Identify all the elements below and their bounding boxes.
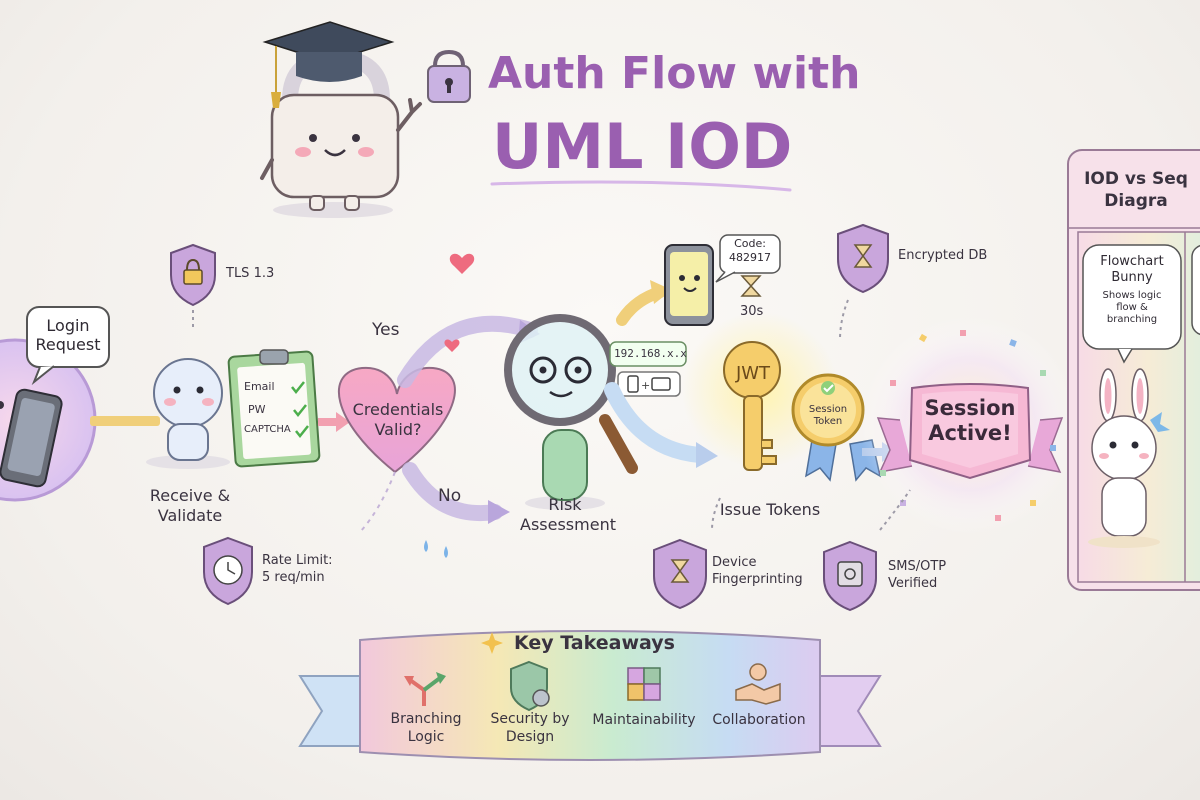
checklist-captcha: CAPTCHA <box>244 424 291 435</box>
hourglass-icon <box>740 275 762 297</box>
bunny-bubble-desc: Shows logic flow & branching <box>1102 290 1162 325</box>
ip-tag: + <box>609 341 687 397</box>
login-connector <box>90 416 160 426</box>
panel-title: IOD vs Seq Diagra <box>1084 169 1188 211</box>
confetti <box>880 330 1056 521</box>
checklist-clipboard <box>227 349 321 468</box>
session-active-banner <box>860 315 1080 535</box>
receive-validate-character <box>146 358 230 469</box>
login-request-node <box>0 338 97 502</box>
sparkle-icon <box>481 632 503 654</box>
device-fingerprint-shield-icon <box>653 538 707 610</box>
otp-phone <box>664 234 781 326</box>
lock-mascot <box>260 49 422 218</box>
device-fingerprinting-label: Device Fingerprinting <box>712 555 803 587</box>
no-label: No <box>438 486 462 506</box>
decision-label: Credentials Valid? <box>352 400 444 439</box>
takeaways-ribbon <box>298 630 882 761</box>
checklist-pw: PW <box>248 403 266 416</box>
title-lock-icon <box>427 49 471 103</box>
heart-icon <box>444 339 460 352</box>
receive-validate-label: Receive & Validate <box>149 486 231 525</box>
decision-heart <box>337 366 456 474</box>
shield-gear-icon <box>510 660 550 712</box>
title-line-1: Auth Flow with <box>488 48 861 99</box>
tls-label: TLS 1.3 <box>226 266 275 281</box>
ip-address: 192.168.x.x <box>614 347 687 360</box>
risk-assessment-character <box>504 314 638 510</box>
bunny-bubble-title: Flowchart Bunny <box>1100 254 1164 285</box>
takeaway-branching: Branching Logic <box>390 711 462 745</box>
title-line-2: UML IOD <box>492 110 793 183</box>
sms-otp-shield-icon <box>823 540 877 612</box>
otp-code: Code: 482917 <box>729 237 771 264</box>
heart-icon <box>449 253 475 274</box>
takeaways-heading: Key Takeaways <box>514 632 675 654</box>
login-speech-bubble <box>26 306 110 386</box>
session-active-label: Session Active! <box>924 396 1016 445</box>
login-request-label: Login Request <box>35 316 101 354</box>
title-underline <box>490 180 792 192</box>
bunny-character <box>1088 368 1170 548</box>
encrypted-db-label: Encrypted DB <box>898 248 988 263</box>
handshake-icon <box>735 663 781 705</box>
graduation-cap-icon <box>262 21 395 108</box>
risk-assessment-label: Risk Assessment <box>520 495 616 534</box>
to-issue-arrow <box>604 382 708 463</box>
takeaway-collaboration: Collaboration <box>712 712 806 728</box>
yes-label: Yes <box>372 320 400 340</box>
puzzle-icon <box>627 667 661 701</box>
yes-branch-arrow <box>397 315 538 388</box>
jwt-label: JWT <box>735 363 771 384</box>
no-branch-arrow <box>402 462 503 521</box>
rate-limit-label: Rate Limit: 5 req/min <box>262 553 333 585</box>
session-token-label: Session Token <box>808 404 848 427</box>
session-token-badge <box>791 373 882 482</box>
tls-shield-icon <box>170 243 216 307</box>
takeaway-maintainability: Maintainability <box>592 712 696 728</box>
issue-tokens-label: Issue Tokens <box>719 500 821 519</box>
drops-icon <box>424 540 448 558</box>
rate-limit-shield-icon <box>203 536 253 606</box>
checklist-email: Email <box>244 380 275 393</box>
encrypted-db-shield-icon <box>837 223 889 294</box>
otp-timer: 30s <box>740 304 764 319</box>
svg-text:+: + <box>641 379 650 392</box>
sms-otp-label: SMS/OTP Verified <box>888 559 947 591</box>
takeaway-security: Security by Design <box>490 711 570 745</box>
branch-arrows-icon <box>404 672 446 706</box>
